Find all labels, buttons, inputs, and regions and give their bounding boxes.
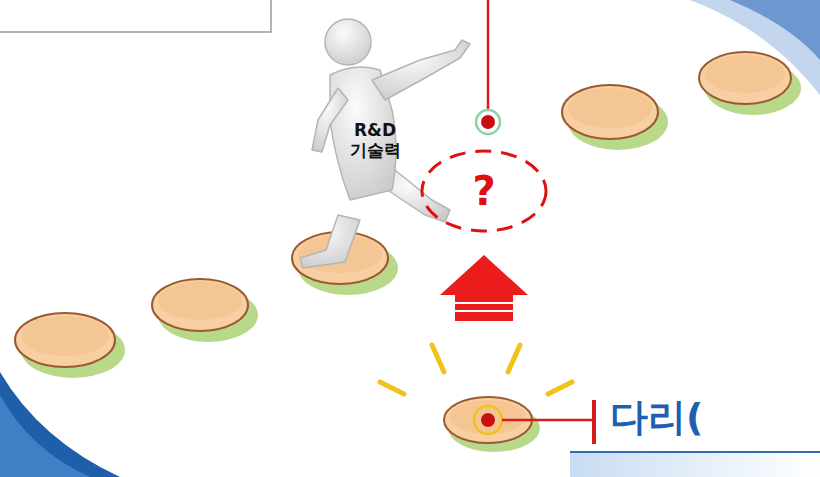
corner-swoosh: [0, 372, 120, 477]
marker-dot: [481, 413, 495, 427]
leader-line: [502, 419, 594, 422]
heading-text: 다리(: [610, 395, 703, 441]
marker-ring: [474, 406, 502, 434]
marker-ring: [476, 110, 500, 134]
up-arrow: [440, 255, 528, 321]
title-bar: [570, 452, 820, 477]
top-box: [0, 0, 271, 32]
leader-line: [487, 0, 490, 110]
person-figure: [300, 19, 470, 268]
corner-swoosh: [0, 395, 90, 477]
highlight-rays: [380, 345, 572, 394]
question-circle: ?: [420, 149, 548, 233]
leader-bar: [592, 400, 596, 444]
stepping-stones: [15, 52, 801, 452]
figure-label: R&D 기술력: [345, 120, 405, 161]
corner-swoosh: [690, 0, 820, 95]
corner-swoosh: [730, 0, 820, 60]
title-bar-rule: [570, 451, 820, 453]
marker-dot: [481, 115, 495, 129]
node-text: ?: [472, 171, 495, 211]
